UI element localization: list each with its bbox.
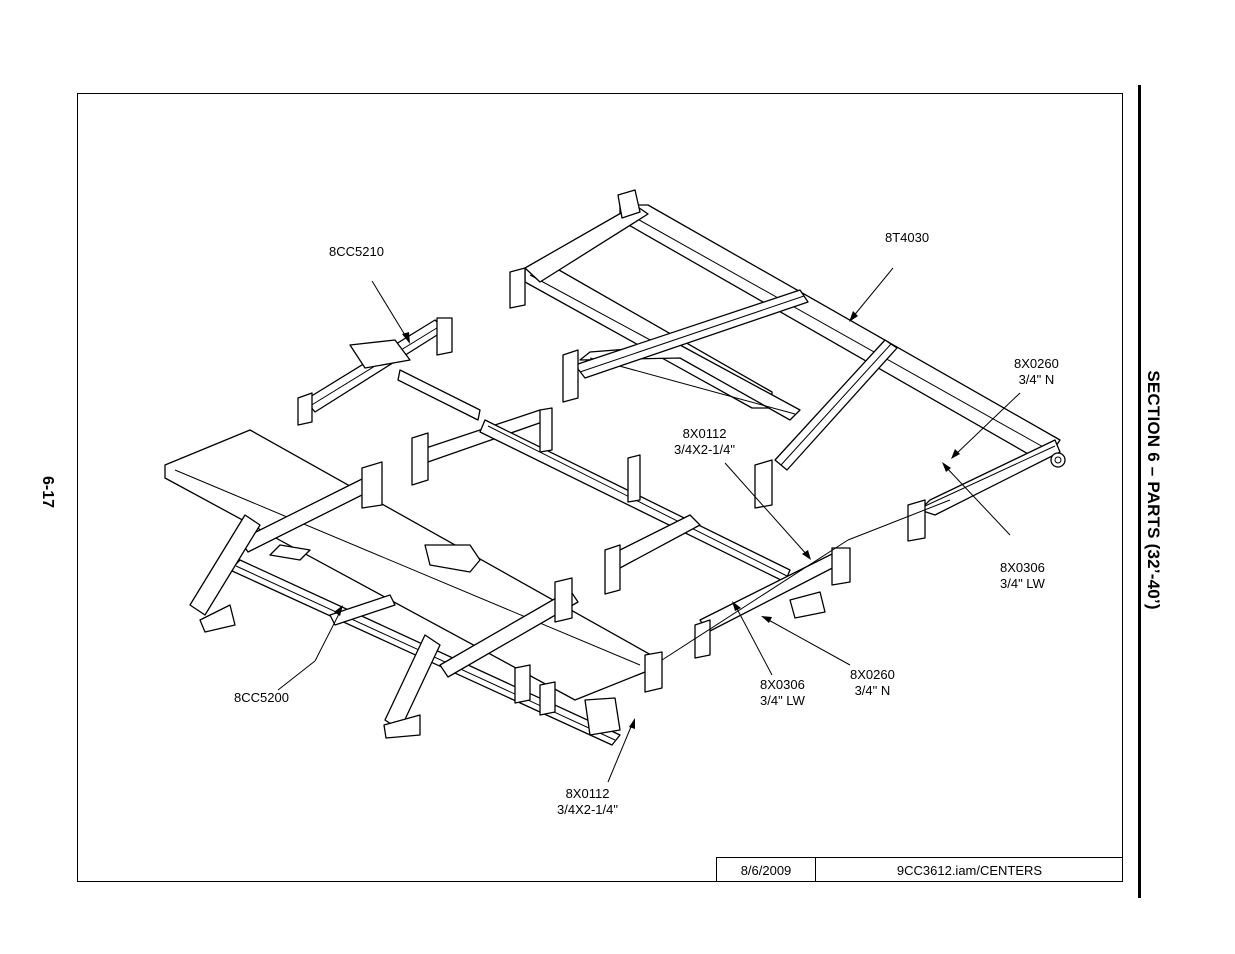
callout-part-spec: 3/4" N	[1018, 372, 1055, 387]
frame-8t4030	[509, 189, 1066, 542]
callout-part-spec: 3/4" LW	[1000, 576, 1045, 591]
section-divider	[1138, 85, 1141, 898]
callout-part-number: 8X0260	[1014, 356, 1059, 371]
callout-8t4030: 8T4030	[885, 230, 929, 246]
callout-part-number: 8CC5200	[234, 690, 289, 705]
drawing-frame	[77, 93, 1123, 882]
callout-part-spec: 3/4" LW	[760, 693, 805, 708]
leader-lines	[277, 267, 1021, 783]
callout-8cc5210: 8CC5210	[329, 244, 384, 260]
callout-part-number: 8X0306	[760, 677, 805, 692]
callout-part-number: 8X0112	[565, 786, 610, 801]
callout-8cc5200: 8CC5200	[234, 690, 289, 706]
frame-8cc5210	[297, 317, 481, 426]
callout-part-spec: 3/4" N	[854, 683, 891, 698]
callout-part-number: 8T4030	[885, 230, 930, 245]
callout-8x0306-lower: 8X0306 3/4" LW	[760, 677, 805, 709]
callout-part-number: 8X0306	[1000, 560, 1045, 575]
title-block-file: 9CC3612.iam/CENTERS	[896, 862, 1043, 878]
callout-part-spec: 3/4X2-1/4"	[557, 802, 618, 817]
callout-8x0260-lower: 8X0260 3/4" N	[850, 667, 895, 699]
frame-8cc5200	[164, 429, 663, 746]
callout-part-spec: 3/4X2-1/4"	[674, 442, 735, 457]
callout-part-number: 8X0260	[850, 667, 895, 682]
callout-part-number: 8X0112	[682, 426, 727, 441]
title-block: 8/6/2009 9CC3612.iam/CENTERS	[716, 857, 1123, 882]
callout-8x0112-upper: 8X0112 3/4X2-1/4"	[674, 426, 735, 458]
title-block-date: 8/6/2009	[717, 858, 816, 882]
callout-8x0260-upper: 8X0260 3/4" N	[1014, 356, 1059, 388]
callout-8x0306-right: 8X0306 3/4" LW	[1000, 560, 1045, 592]
callout-part-number: 8CC5210	[329, 244, 384, 259]
callout-8x0112-lower: 8X0112 3/4X2-1/4"	[557, 786, 618, 818]
